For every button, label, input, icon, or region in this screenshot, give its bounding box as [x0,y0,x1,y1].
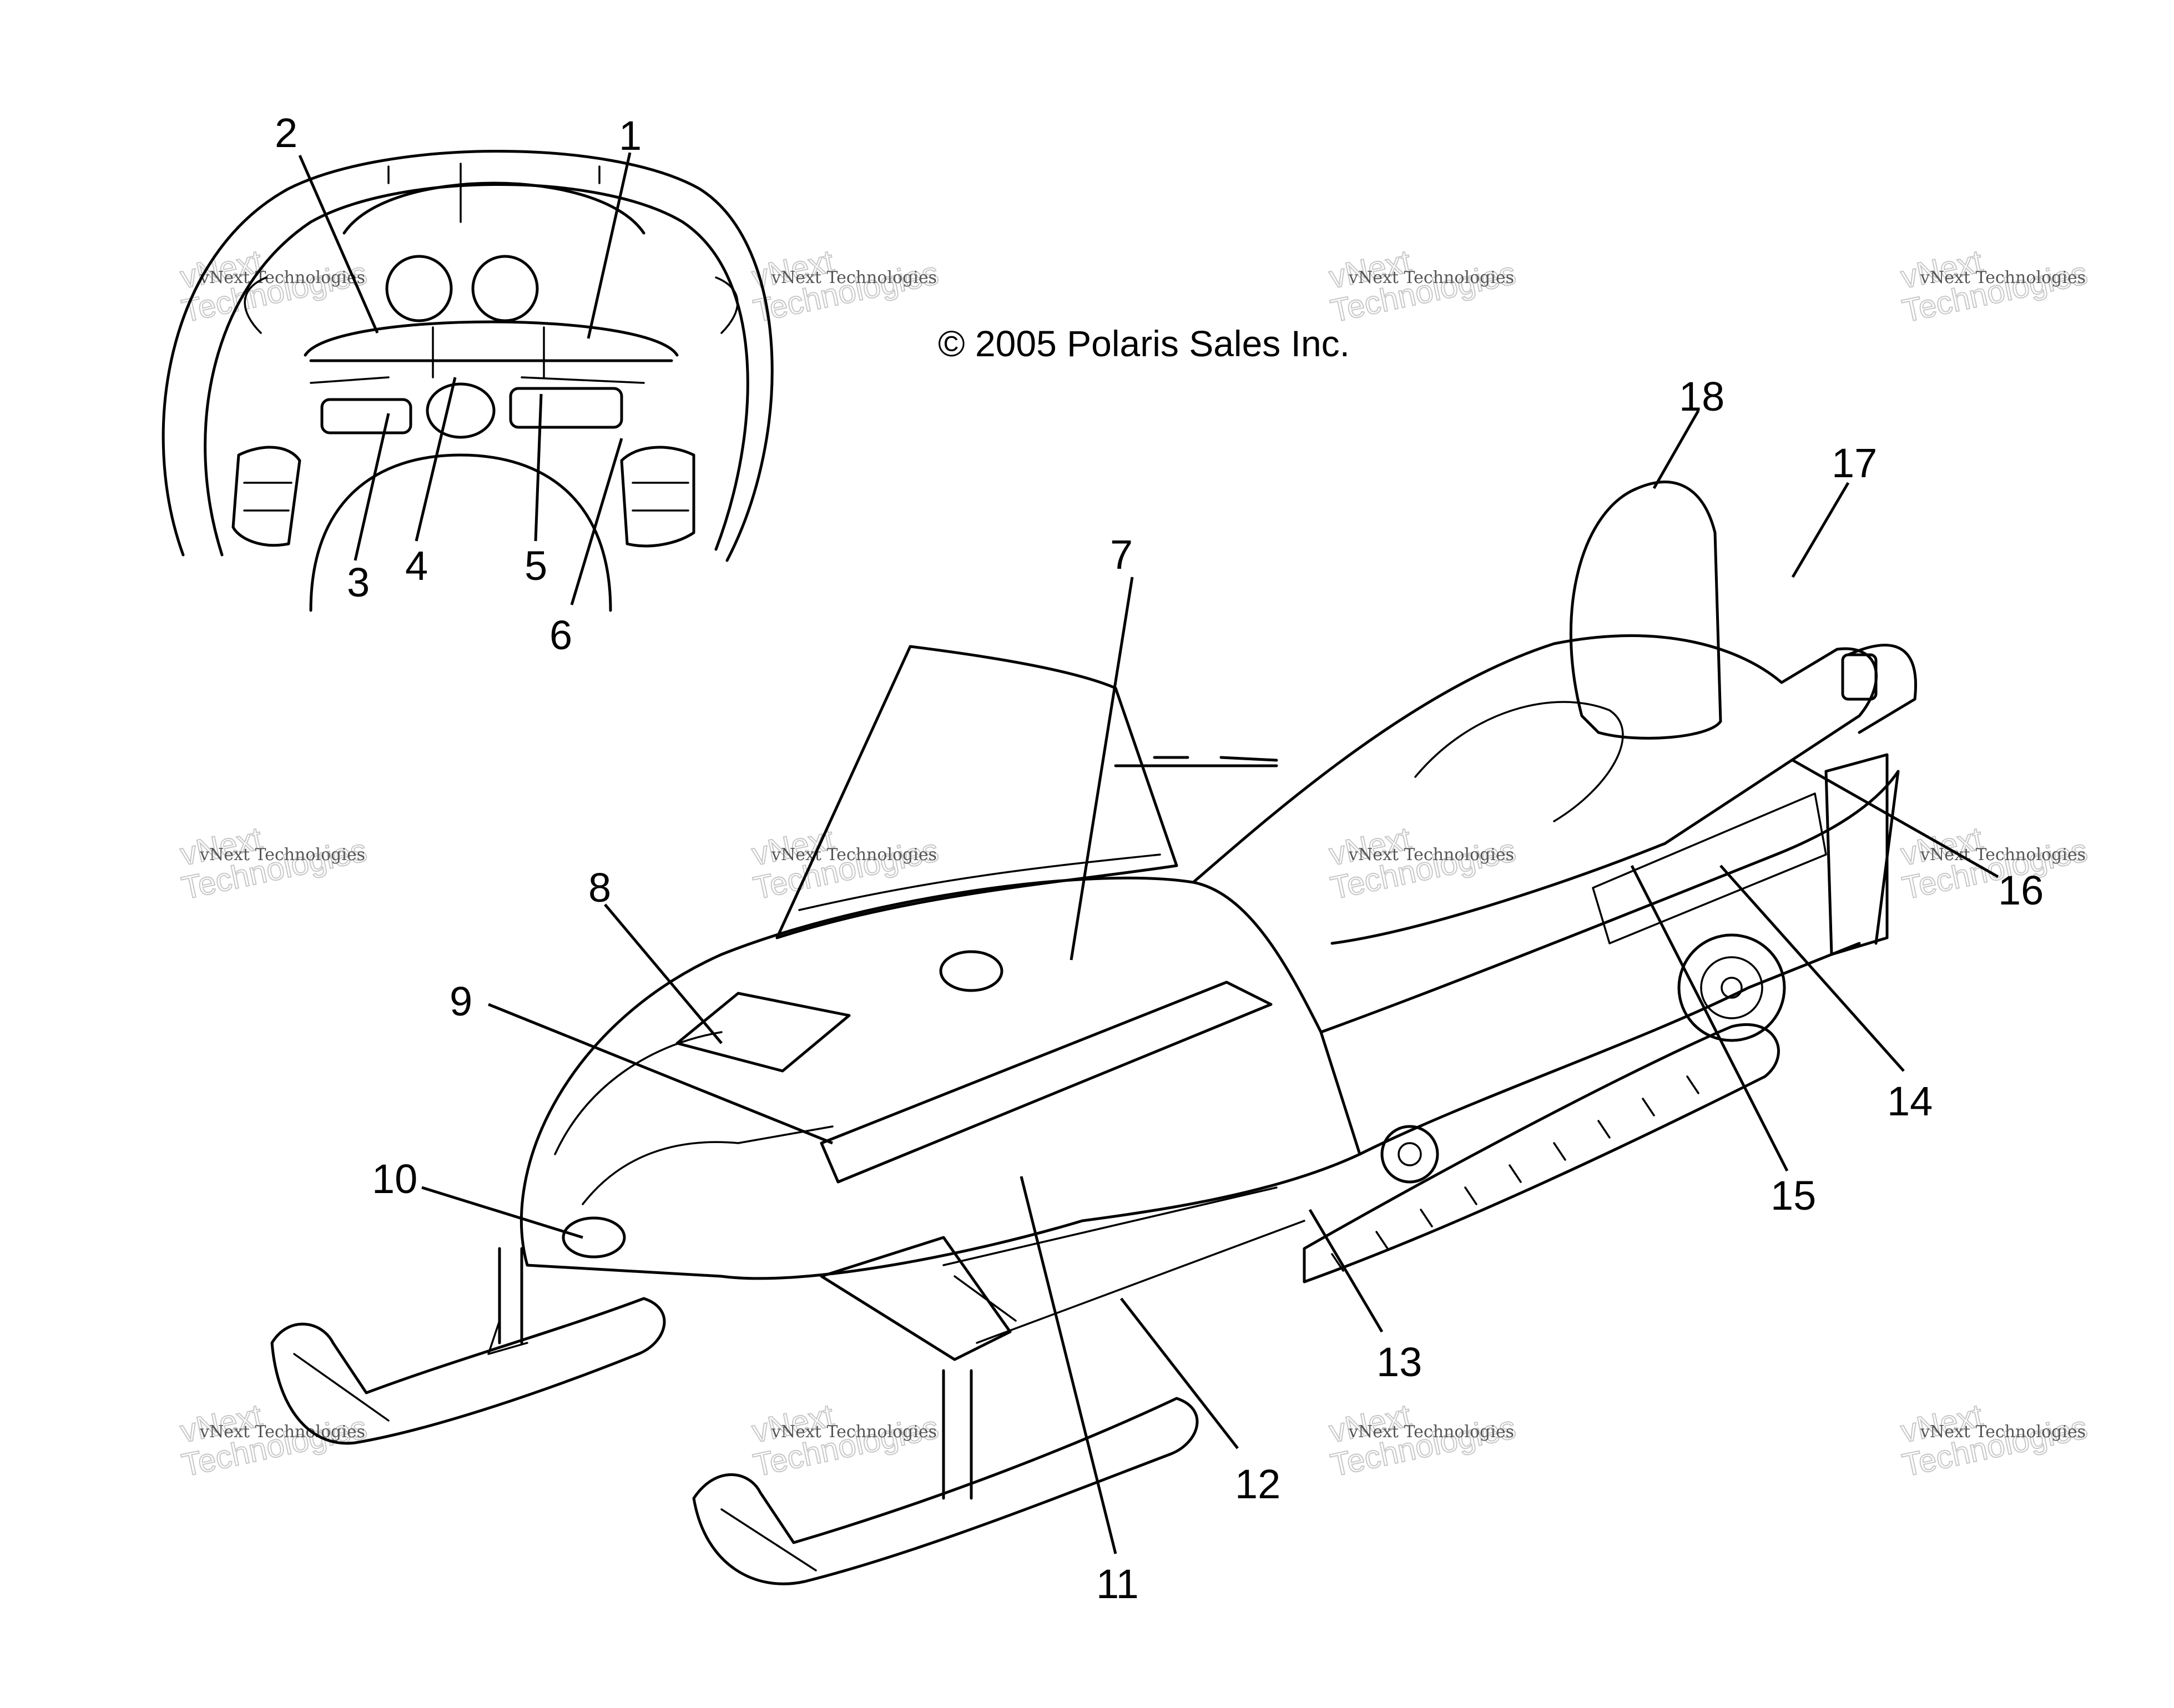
leader-1 [587,152,632,339]
seat [1192,634,1878,945]
copyright-text: © 2005 Polaris Sales Inc. [938,323,1350,364]
callout-10: 10 [372,1156,417,1202]
watermark: vNext Technologies vNext Technologies [1325,820,1519,907]
leader-15 [1630,865,1789,1172]
backrest [1569,481,1722,740]
watermark-layer: vNext Technologies vNext Technologies vN… [176,242,2091,1484]
watermark: vNext Technologies vNext Technologies [176,1397,370,1484]
left-ski [270,1297,666,1445]
watermark: vNext Technologies vNext Technologies [1897,1397,2091,1484]
callout-labels: 1 2 3 4 5 6 7 8 9 10 11 12 13 14 15 16 1… [275,110,2044,1607]
taillight [1841,653,1878,701]
leader-4 [415,377,457,542]
leader-6 [570,438,623,605]
leader-9 [488,1003,833,1145]
callout-4: 4 [405,543,428,589]
leader-lines [298,152,1999,1554]
watermark: vNext Technologies vNext Technologies [176,820,370,907]
callout-1: 1 [619,113,642,159]
svg-text:vNext Technologies: vNext Technologies [199,1422,365,1442]
dashboard-inset-drawing [162,150,774,612]
leader-17 [1791,482,1850,578]
watermark: vNext Technologies vNext Technologies [1325,242,1519,330]
svg-text:vNext Technologies: vNext Technologies [771,268,937,287]
track [1303,1023,1780,1283]
decal-3-panel [320,398,412,434]
callout-7: 7 [1110,532,1133,578]
watermark: vNext Technologies vNext Technologies [748,820,942,907]
snowmobile-drawing [270,481,1917,1585]
leader-16 [1792,759,1999,878]
svg-text:vNext Technologies: vNext Technologies [1348,845,1514,865]
leader-2 [298,154,379,334]
callout-13: 13 [1376,1339,1422,1385]
rear-idler-wheel [1677,933,1786,1042]
leader-13 [1308,1209,1384,1333]
leader-10 [421,1186,583,1239]
svg-text:vNext Technologies: vNext Technologies [1920,268,2086,287]
emblem-10 [562,1216,626,1259]
svg-text:vNext Technologies: vNext Technologies [1348,1422,1514,1442]
leader-8 [604,903,723,1044]
callout-3: 3 [347,559,370,605]
hood [519,876,1361,1280]
svg-text:vNext Technologies: vNext Technologies [199,845,365,865]
callout-6: 6 [549,612,572,658]
svg-text:vNext Technologies: vNext Technologies [771,845,937,865]
leader-3 [354,413,390,561]
callout-17: 17 [1832,440,1877,486]
callout-2: 2 [275,110,297,156]
gauge-left [385,255,453,322]
leader-7 [1070,577,1134,961]
leader-14 [1719,865,1905,1072]
watermark: vNext Technologies vNext Technologies [1325,1397,1519,1484]
watermark: vNext Technologies vNext Technologies [1897,820,2091,907]
callout-16: 16 [1998,867,2044,913]
callout-8: 8 [588,865,611,911]
leader-11 [1020,1176,1117,1554]
callout-5: 5 [524,543,547,589]
callout-11: 11 [1096,1561,1139,1607]
svg-text:vNext Technologies: vNext Technologies [1348,268,1514,287]
watermark: vNext Technologies vNext Technologies [1897,242,2091,330]
callout-18: 18 [1679,373,1724,420]
side-decal-14 [1592,792,1827,944]
right-ski [692,1397,1199,1585]
callout-14: 14 [1887,1078,1933,1124]
callout-12: 12 [1235,1461,1280,1507]
leader-5 [534,393,543,542]
callout-9: 9 [450,978,472,1024]
svg-text:vNext Technologies: vNext Technologies [199,268,365,287]
svg-text:vNext Technologies: vNext Technologies [771,1422,937,1442]
watermark: vNext Technologies vNext Technologies [748,1397,942,1484]
leader-18 [1652,410,1700,489]
callout-15: 15 [1771,1173,1816,1219]
watermark: vNext Technologies vNext Technologies [748,242,942,330]
svg-text:vNext Technologies: vNext Technologies [1920,1422,2086,1442]
leader-12 [1120,1297,1239,1449]
gauge-right [471,255,539,322]
decal-8-panel [675,992,851,1073]
decal-9-panel [820,981,1273,1184]
windshield [775,645,1178,939]
